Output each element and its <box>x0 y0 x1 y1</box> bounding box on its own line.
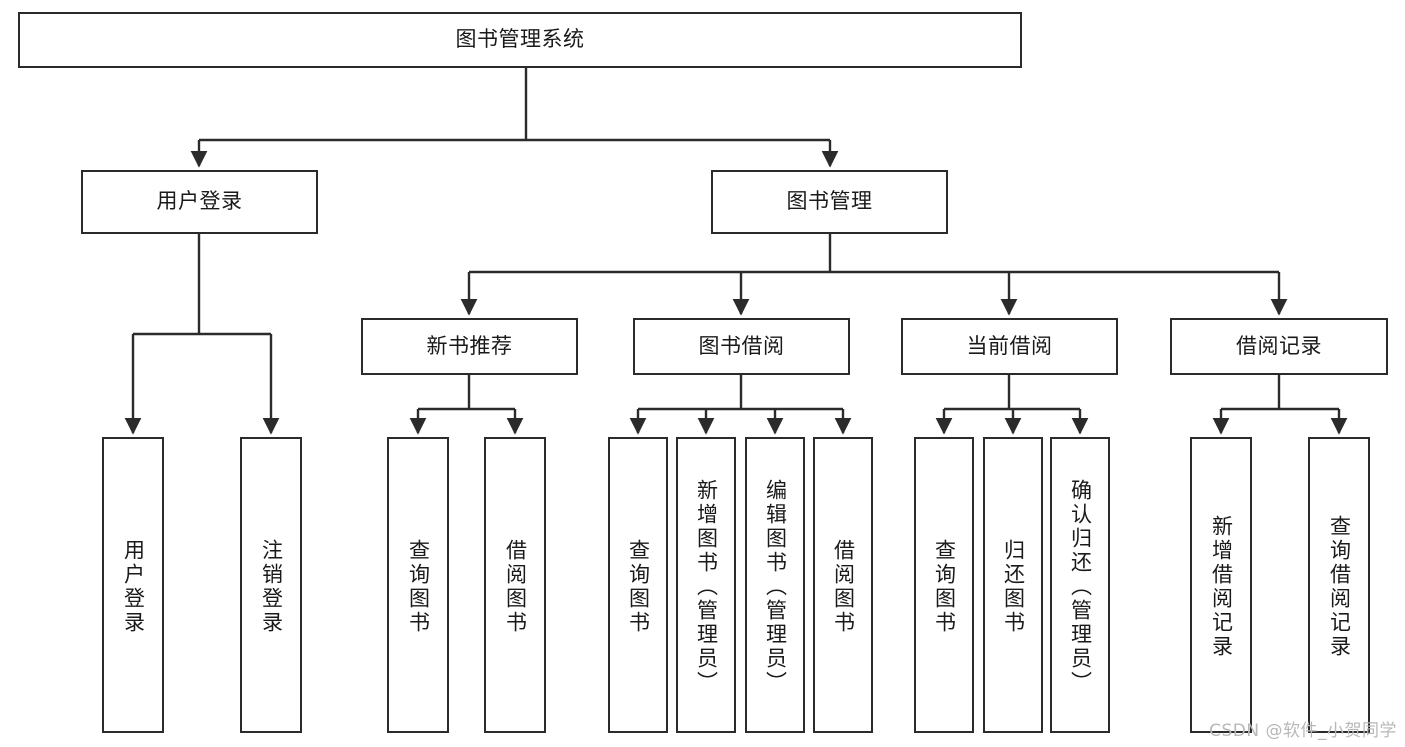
node-new-book-recommend[interactable]: 新书推荐 <box>361 318 578 375</box>
node-book-borrow[interactable]: 图书借阅 <box>633 318 850 375</box>
leaf-label-query-book-borrow: 查询图书 <box>626 539 651 635</box>
leaf-label-add-borrow-record: 新增借阅记录 <box>1209 515 1234 659</box>
node-label-new-book-recommend: 新书推荐 <box>426 333 513 358</box>
leaf-query-book-newbook[interactable]: 查询图书 <box>387 437 449 733</box>
leaf-label-logout: 注销登录 <box>259 539 284 635</box>
node-label-book-borrow: 图书借阅 <box>698 333 785 358</box>
leaf-label-query-borrow-record: 查询借阅记录 <box>1327 515 1352 659</box>
leaf-return-book[interactable]: 归还图书 <box>983 437 1043 733</box>
leaf-label-add-book-admin: 新增图书（管理员） <box>694 479 719 695</box>
node-current-borrow[interactable]: 当前借阅 <box>901 318 1118 375</box>
leaf-logout[interactable]: 注销登录 <box>240 437 302 733</box>
node-label-book-management: 图书管理 <box>786 189 873 214</box>
node-user-login[interactable]: 用户登录 <box>81 170 318 234</box>
leaf-label-borrow-book-borrow: 借阅图书 <box>831 539 856 635</box>
node-root-system[interactable]: 图书管理系统 <box>18 12 1022 68</box>
node-borrow-record[interactable]: 借阅记录 <box>1170 318 1388 375</box>
node-book-management[interactable]: 图书管理 <box>711 170 948 234</box>
leaf-query-book-current[interactable]: 查询图书 <box>914 437 974 733</box>
node-label-borrow-record: 借阅记录 <box>1236 333 1322 358</box>
leaf-label-confirm-return-admin: 确认归还（管理员） <box>1068 479 1093 695</box>
node-label-current-borrow: 当前借阅 <box>966 333 1053 358</box>
csdn-watermark: CSDN @软件_小贺同学 <box>1209 721 1397 741</box>
leaf-label-borrow-book-newbook: 借阅图书 <box>503 539 528 635</box>
node-label-user-login: 用户登录 <box>156 189 243 214</box>
leaf-edit-book-admin[interactable]: 编辑图书（管理员） <box>745 437 805 733</box>
leaf-borrow-book-borrow[interactable]: 借阅图书 <box>813 437 873 733</box>
leaf-add-borrow-record[interactable]: 新增借阅记录 <box>1190 437 1252 733</box>
leaf-borrow-book-newbook[interactable]: 借阅图书 <box>484 437 546 733</box>
leaf-add-book-admin[interactable]: 新增图书（管理员） <box>676 437 736 733</box>
leaf-label-edit-book-admin: 编辑图书（管理员） <box>763 479 788 695</box>
leaf-label-user-login: 用户登录 <box>121 539 146 635</box>
leaf-query-borrow-record[interactable]: 查询借阅记录 <box>1308 437 1370 733</box>
leaf-label-return-book: 归还图书 <box>1001 539 1026 635</box>
leaf-label-query-book-current: 查询图书 <box>932 539 957 635</box>
node-label-root: 图书管理系统 <box>455 27 585 52</box>
leaf-confirm-return-admin[interactable]: 确认归还（管理员） <box>1050 437 1110 733</box>
leaf-query-book-borrow[interactable]: 查询图书 <box>608 437 668 733</box>
leaf-user-login[interactable]: 用户登录 <box>102 437 164 733</box>
leaf-label-query-book-newbook: 查询图书 <box>406 539 431 635</box>
